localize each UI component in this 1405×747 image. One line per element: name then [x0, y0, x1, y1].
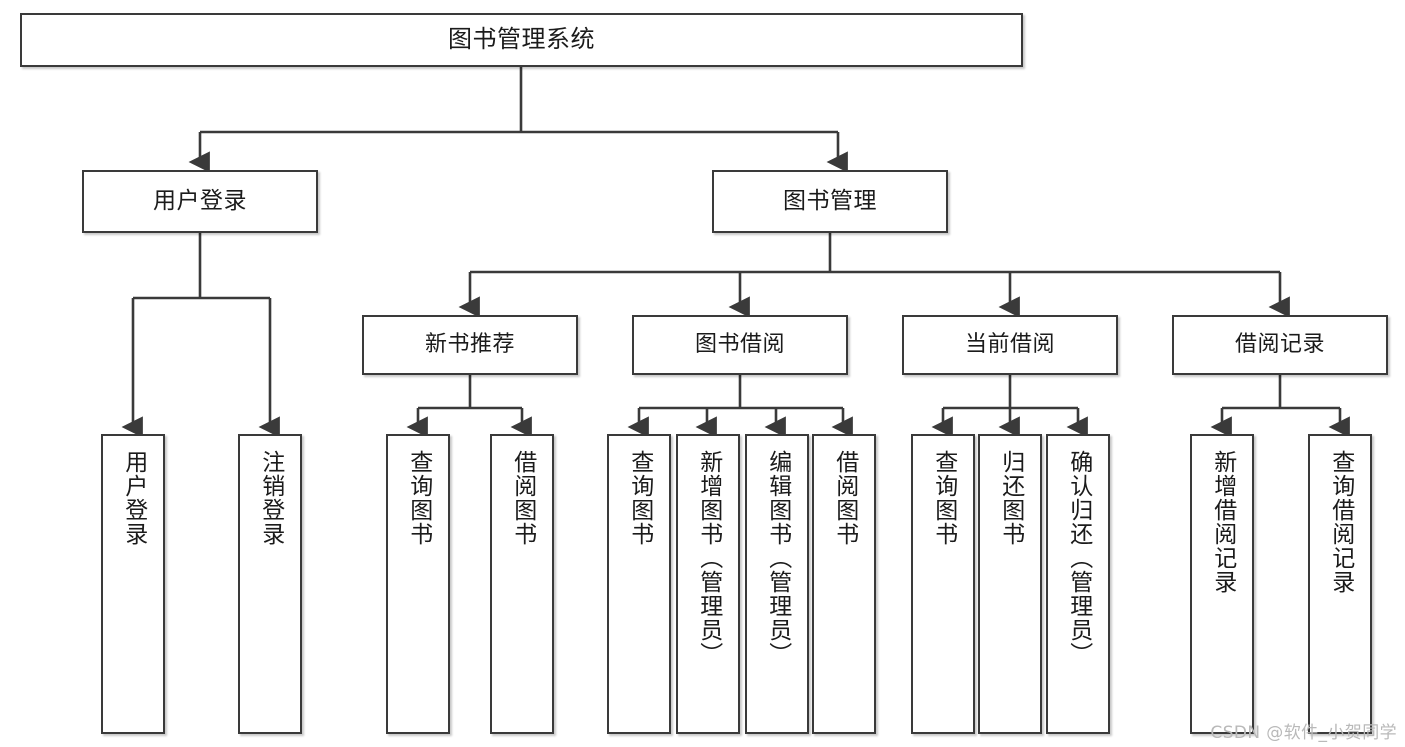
leaf-borrow-record-add-label: 新增借阅记录 [1209, 450, 1236, 594]
leaf-current-borrow-confirm-label: 确认归还（管理员） [1065, 450, 1092, 666]
node-new-book-recommend-label: 新书推荐 [424, 332, 515, 358]
leaf-borrow-record-query[interactable]: 查询借阅记录 [1308, 434, 1372, 734]
node-book-manage[interactable]: 图书管理 [712, 170, 948, 233]
leaf-book-borrow-edit-label: 编辑图书（管理员） [764, 450, 791, 666]
node-current-borrow-label: 当前借阅 [964, 332, 1055, 358]
node-borrow-record[interactable]: 借阅记录 [1172, 315, 1388, 375]
node-root-label: 图书管理系统 [448, 25, 595, 54]
leaf-book-borrow-borrow[interactable]: 借阅图书 [812, 434, 876, 734]
csdn-watermark: CSDN @软件_小贺同学 [1210, 723, 1397, 743]
leaf-user-login-login[interactable]: 用户登录 [101, 434, 165, 734]
leaf-book-borrow-add-label: 新增图书（管理员） [695, 450, 722, 666]
node-user-login-label: 用户登录 [153, 188, 247, 215]
leaf-book-borrow-add[interactable]: 新增图书（管理员） [676, 434, 740, 734]
leaf-user-login-logout[interactable]: 注销登录 [238, 434, 302, 734]
leaf-user-login-login-label: 用户登录 [120, 450, 147, 546]
node-borrow-record-label: 借阅记录 [1234, 332, 1325, 358]
leaf-new-book-borrow[interactable]: 借阅图书 [490, 434, 554, 734]
leaf-current-borrow-confirm[interactable]: 确认归还（管理员） [1046, 434, 1110, 734]
leaf-new-book-query[interactable]: 查询图书 [386, 434, 450, 734]
leaf-book-borrow-query[interactable]: 查询图书 [607, 434, 671, 734]
leaf-new-book-borrow-label: 借阅图书 [509, 450, 536, 546]
node-current-borrow[interactable]: 当前借阅 [902, 315, 1118, 375]
node-root[interactable]: 图书管理系统 [20, 13, 1023, 67]
leaf-user-login-logout-label: 注销登录 [257, 450, 284, 546]
node-book-borrow-label: 图书借阅 [694, 332, 785, 358]
node-book-manage-label: 图书管理 [783, 188, 877, 215]
leaf-book-borrow-edit[interactable]: 编辑图书（管理员） [745, 434, 809, 734]
leaf-current-borrow-return[interactable]: 归还图书 [978, 434, 1042, 734]
leaf-borrow-record-query-label: 查询借阅记录 [1327, 450, 1354, 594]
leaf-current-borrow-query[interactable]: 查询图书 [911, 434, 975, 734]
leaf-borrow-record-add[interactable]: 新增借阅记录 [1190, 434, 1254, 734]
leaf-current-borrow-return-label: 归还图书 [997, 450, 1024, 546]
leaf-new-book-query-label: 查询图书 [405, 450, 432, 546]
leaf-current-borrow-query-label: 查询图书 [930, 450, 957, 546]
node-book-borrow[interactable]: 图书借阅 [632, 315, 848, 375]
node-user-login[interactable]: 用户登录 [82, 170, 318, 233]
leaf-book-borrow-borrow-label: 借阅图书 [831, 450, 858, 546]
leaf-book-borrow-query-label: 查询图书 [626, 450, 653, 546]
node-new-book-recommend[interactable]: 新书推荐 [362, 315, 578, 375]
